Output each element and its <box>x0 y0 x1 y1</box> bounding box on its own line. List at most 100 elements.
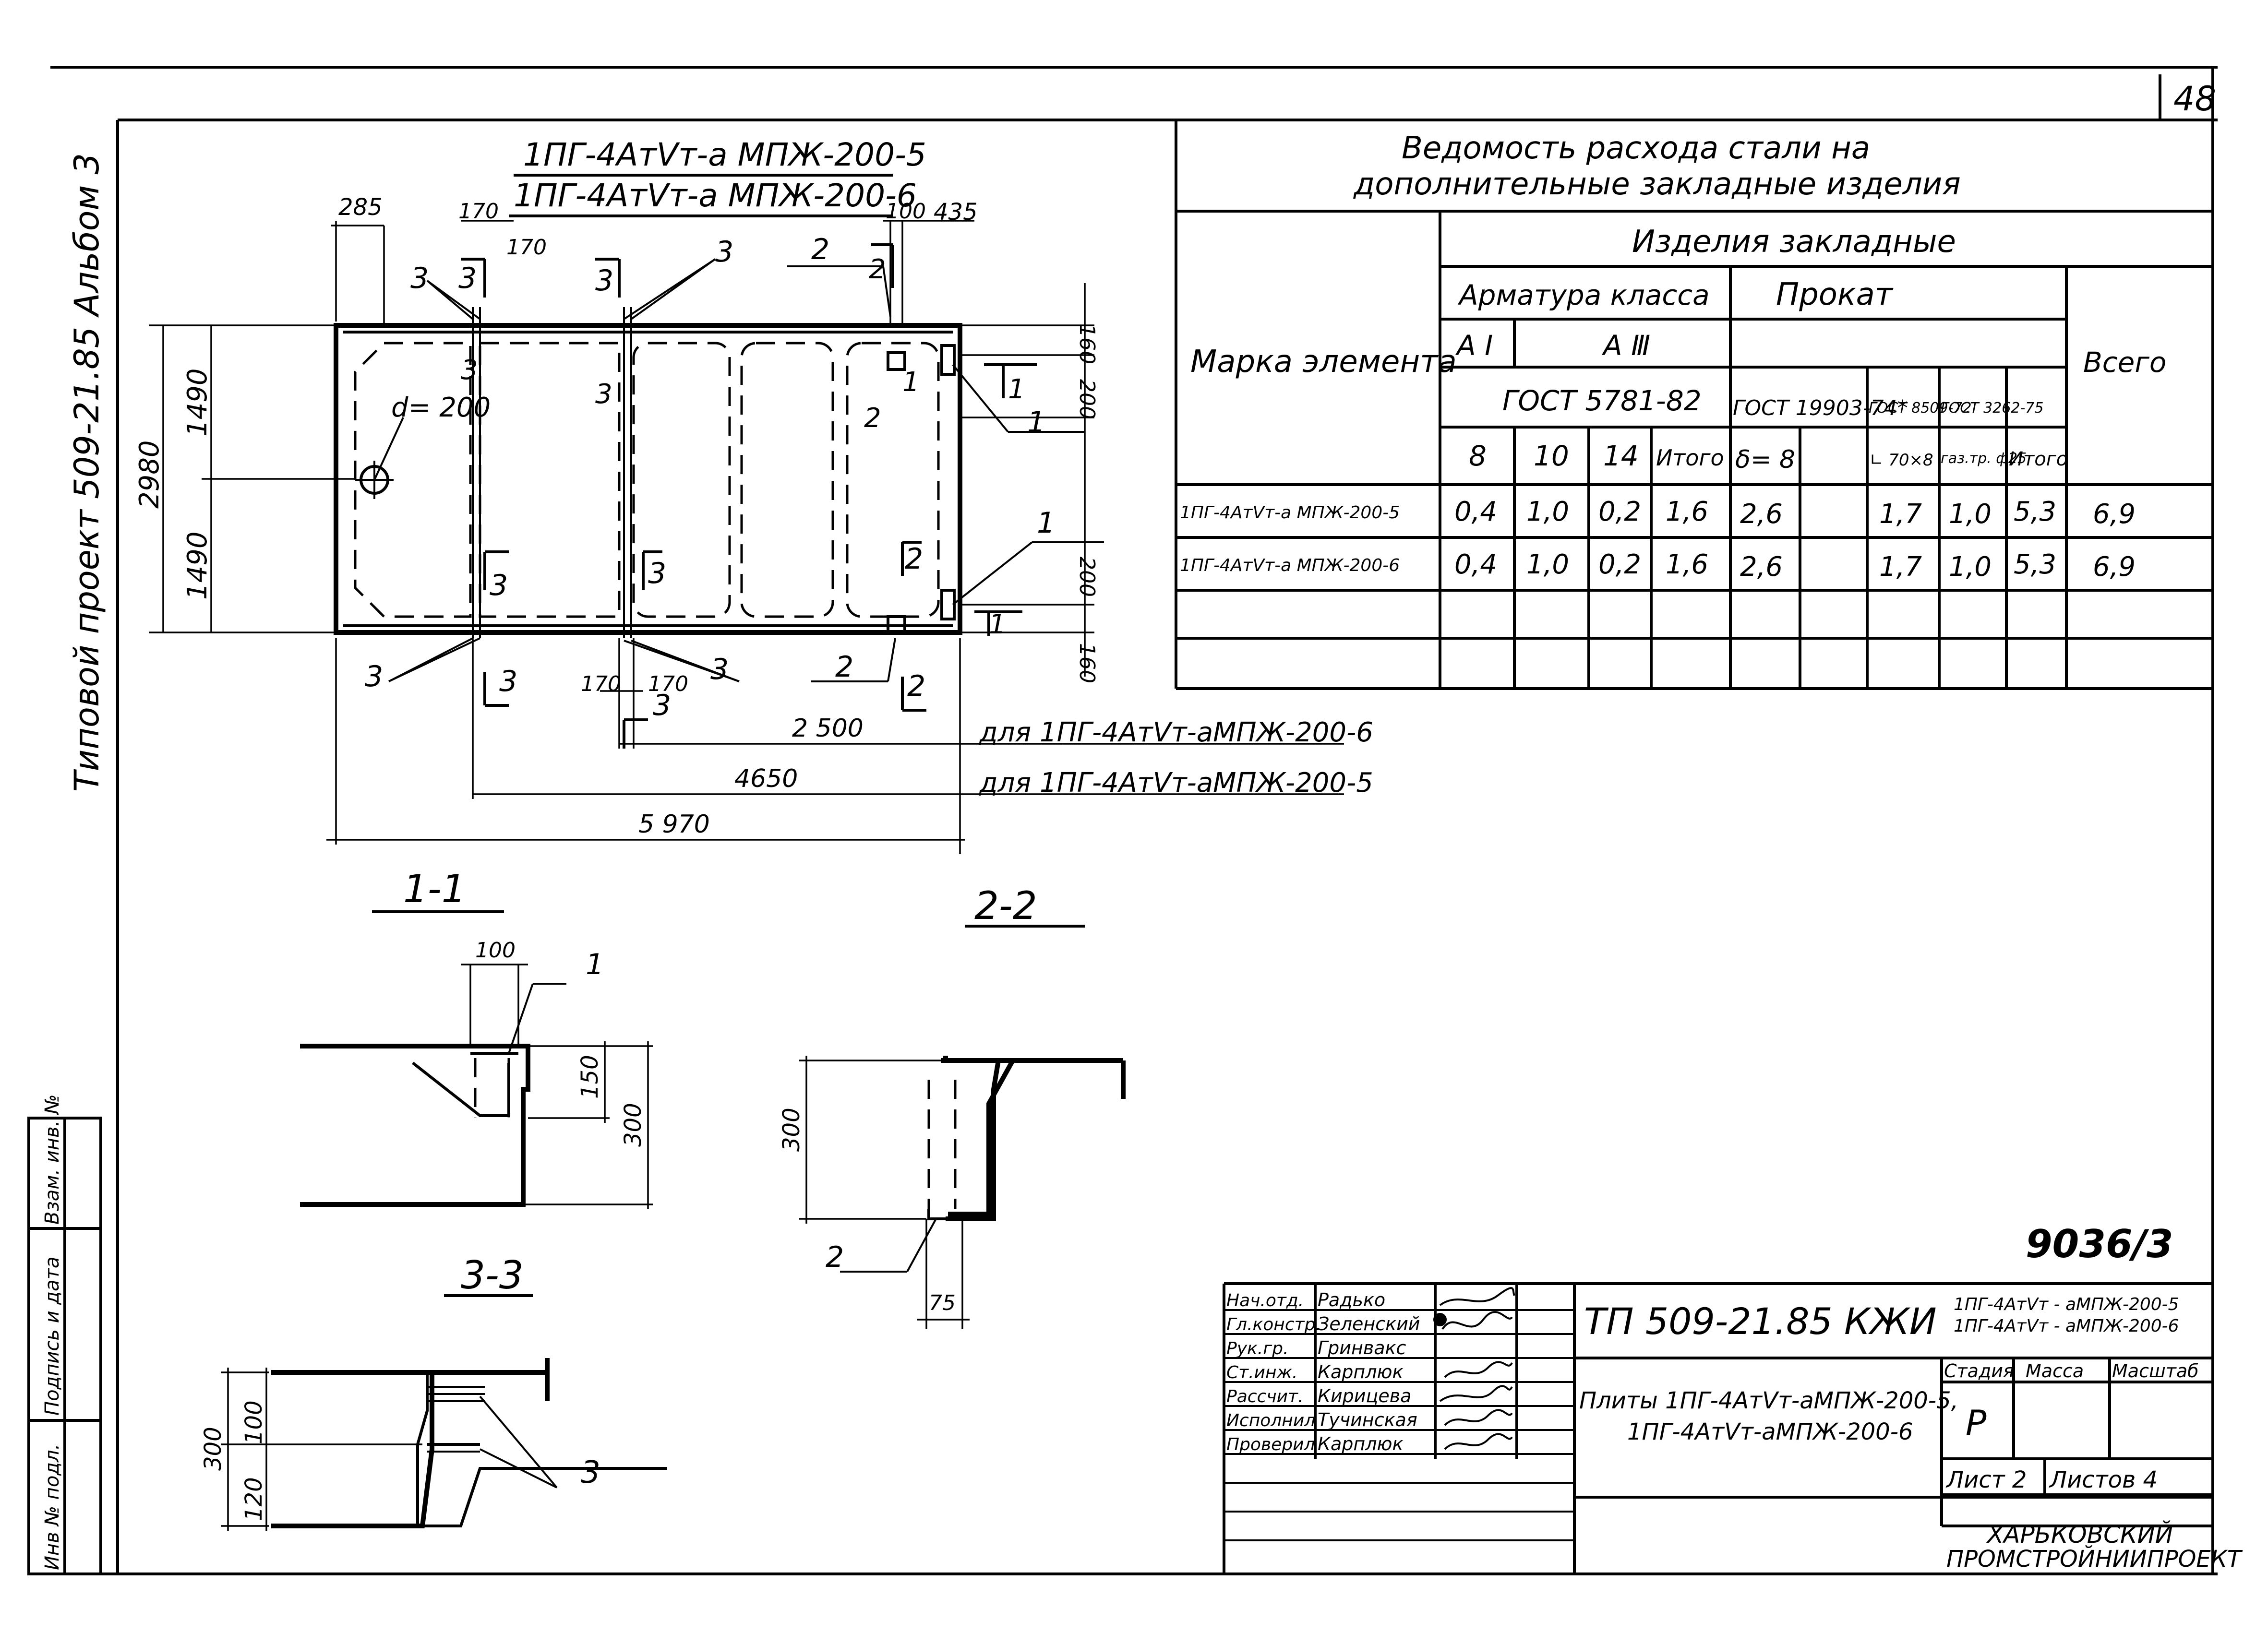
sub-delta: δ= 8 <box>1735 445 1795 474</box>
row-2-mark: 1ПГ-4АтⅤт-а МПЖ-200-6 <box>1180 556 1400 575</box>
section-2-2-pos: 2 <box>826 1240 844 1274</box>
dim-1490-lower: 1490 <box>182 531 213 600</box>
stamp-doc-items-2: 1ПГ-4АтⅤт - аМПЖ-200-6 <box>1954 1316 2179 1336</box>
callout-3-bottom-left: 3 <box>365 660 383 693</box>
stamp-doc-code: ТП 509-21.85 КЖИ <box>1584 1300 1937 1343</box>
steel-table-h-rebar: Арматура класса <box>1457 279 1710 311</box>
stamp-name-2: Зеленский <box>1318 1313 1420 1334</box>
plan-title-2: 1ПГ-4АтⅤт-а МПЖ-200-6 <box>514 177 917 214</box>
section-1-1-title: 1-1 <box>403 867 466 911</box>
section-3-3-dim-120: 120 <box>240 1477 267 1521</box>
row-2-total: 6,9 <box>2093 551 2136 583</box>
steel-table-row: 1ПГ-4АтⅤт-а МПЖ-200-6 0,4 1,0 0,2 1,6 2,… <box>1180 549 2136 583</box>
steel-table-h-gost19903: ГОСТ 19903-74* <box>1733 396 1908 420</box>
stamp-role-7: Проверил <box>1226 1435 1315 1454</box>
section-2-2-dim-300: 300 <box>778 1108 805 1152</box>
callout-2-bottom: 2 <box>835 650 853 684</box>
stamp-org-1: ХАРЬКОВСКИЙ <box>1986 1520 2173 1549</box>
row-1-c7: 1,7 <box>1879 499 1922 530</box>
row-1-c8: 1,0 <box>1949 499 1992 530</box>
plan-leaders <box>388 258 1104 682</box>
row-2-c7: 1,7 <box>1879 551 1922 583</box>
callout-1-right-top: 1 <box>1027 405 1045 439</box>
left-strip <box>27 1117 102 1575</box>
section-cut-markers <box>461 243 1037 749</box>
stamp-role-2: Гл.констр. <box>1226 1315 1321 1334</box>
plan-title-1: 1ПГ-4АтⅤт-а МПЖ-200-5 <box>523 136 926 173</box>
cut-3-f: 3 <box>648 557 666 590</box>
stamp-org-2: ПРОМСТРОЙНИИПРОЕКТ <box>1946 1545 2243 1573</box>
sub-gas-pipe: газ.тр. ф25 <box>1941 450 2027 467</box>
steel-table-grid <box>1175 120 2213 690</box>
stamp-h-mass: Масса <box>2026 1360 2084 1382</box>
row-2-c2: 1,0 <box>1526 549 1569 580</box>
steel-table-h-rolled: Прокат <box>1776 277 1894 312</box>
dim-200-right-top: 200 <box>1075 379 1099 419</box>
plan-view: 1ПГ-4АтⅤт-а МПЖ-200-5 1ПГ-4АтⅤт-а МПЖ-20… <box>334 136 962 638</box>
sub-14: 14 <box>1603 440 1639 472</box>
steel-table-h-gost3262: ГОСТ 3262-75 <box>1941 400 2043 417</box>
stamp-name-4: Карплюк <box>1318 1361 1404 1382</box>
section-3-3-pos: 3 <box>581 1455 600 1490</box>
dim-2500: 2 500 <box>792 714 864 743</box>
stamp-stage: Р <box>1966 1403 1987 1443</box>
dim-285: 285 <box>338 194 383 221</box>
sub-itogo-rebar: Итого <box>1656 445 1724 471</box>
note-for-200-5: для 1ПГ-4АтⅤт-аМПЖ-200-5 <box>979 767 1373 798</box>
dim-160-right-bottom: 160 <box>1075 643 1099 683</box>
steel-table-h-ai: А Ⅰ <box>1455 329 1493 362</box>
stamp-role-1: Нач.отд. <box>1226 1291 1304 1310</box>
cut-3-e: 3 <box>490 569 508 602</box>
section-1-1-dim-300: 300 <box>620 1103 647 1147</box>
stamp-role-5: Рассчит. <box>1226 1387 1303 1406</box>
dim-170-bottom-a: 170 <box>581 672 621 696</box>
row-2-c3: 0,2 <box>1598 549 1641 580</box>
dim-160-right-top: 160 <box>1075 324 1099 364</box>
section-2-2-dim-75: 75 <box>929 1291 956 1315</box>
dim-170-bottom-b: 170 <box>648 672 688 696</box>
left-strip-vzam: Взам. инв. № <box>41 1094 63 1225</box>
stamp-role-4: Ст.инж. <box>1226 1363 1297 1382</box>
dim-5970: 5 970 <box>638 810 710 839</box>
title-block-grid <box>1223 1282 2213 1574</box>
dim-170-top-a: 170 <box>458 199 499 224</box>
stamp-h-scale: Масштаб <box>2112 1360 2199 1382</box>
cut-3-g: 3 <box>461 355 478 386</box>
section-3-3-dim-300: 300 <box>200 1427 227 1471</box>
cut-3-a: 3 <box>458 262 477 295</box>
section-1-1 <box>300 910 653 1209</box>
cut-3-c: 3 <box>499 665 517 698</box>
row-1-total: 6,9 <box>2093 499 2136 530</box>
stamp-name-line-1: Плиты 1ПГ-4АтⅤт-аМПЖ-200-5, <box>1579 1387 1958 1414</box>
steel-table-h-gost5781: ГОСТ 5781-82 <box>1502 384 1702 417</box>
stamp-name-line-2: 1ПГ-4АтⅤт-аМПЖ-200-6 <box>1627 1418 1913 1445</box>
signatures <box>1433 1287 1515 1450</box>
cut-1-b: 1 <box>989 609 1006 640</box>
steel-table-h-mark: Марка элемента <box>1190 344 1457 380</box>
cut-2-d: 2 <box>864 403 881 434</box>
stamp-doc-items-1: 1ПГ-4АтⅤт - аМПЖ-200-5 <box>1954 1295 2179 1314</box>
row-2-c1: 0,4 <box>1454 549 1497 580</box>
cut-3-h: 3 <box>595 379 612 410</box>
left-strip-sign: Подпись и дата <box>41 1257 63 1416</box>
plan-dimension-lines <box>149 220 1344 854</box>
stamp-name-3: Гринвакс <box>1318 1337 1406 1358</box>
cut-2-a: 2 <box>869 254 886 285</box>
cut-1-a: 1 <box>1008 374 1025 405</box>
stamp-h-stage: Стадия <box>1944 1360 2014 1382</box>
section-2-2-title: 2-2 <box>974 883 1037 928</box>
sub-itogo-rolled: Итого <box>2009 448 2068 470</box>
sheet-frame <box>29 66 2218 1575</box>
dim-4650: 4650 <box>734 764 798 793</box>
section-2-2 <box>799 925 1126 1329</box>
callout-2-top: 2 <box>811 233 829 266</box>
sub-angle: ∟ 70×8 <box>1870 451 1933 470</box>
cut-3-d: 3 <box>653 689 671 722</box>
stamp-name-7: Карплюк <box>1318 1433 1404 1454</box>
stamp-role-6: Исполнил <box>1226 1411 1315 1430</box>
steel-table-row: 1ПГ-4АтⅤт-а МПЖ-200-5 0,4 1,0 0,2 1,6 2,… <box>1180 496 2136 530</box>
sheet-corner-number: 48 <box>2173 79 2216 119</box>
section-3-3-title: 3-3 <box>461 1253 524 1298</box>
row-2-c8: 1,0 <box>1949 551 1992 583</box>
note-for-200-6: для 1ПГ-4АтⅤт-аМПЖ-200-6 <box>979 717 1373 748</box>
